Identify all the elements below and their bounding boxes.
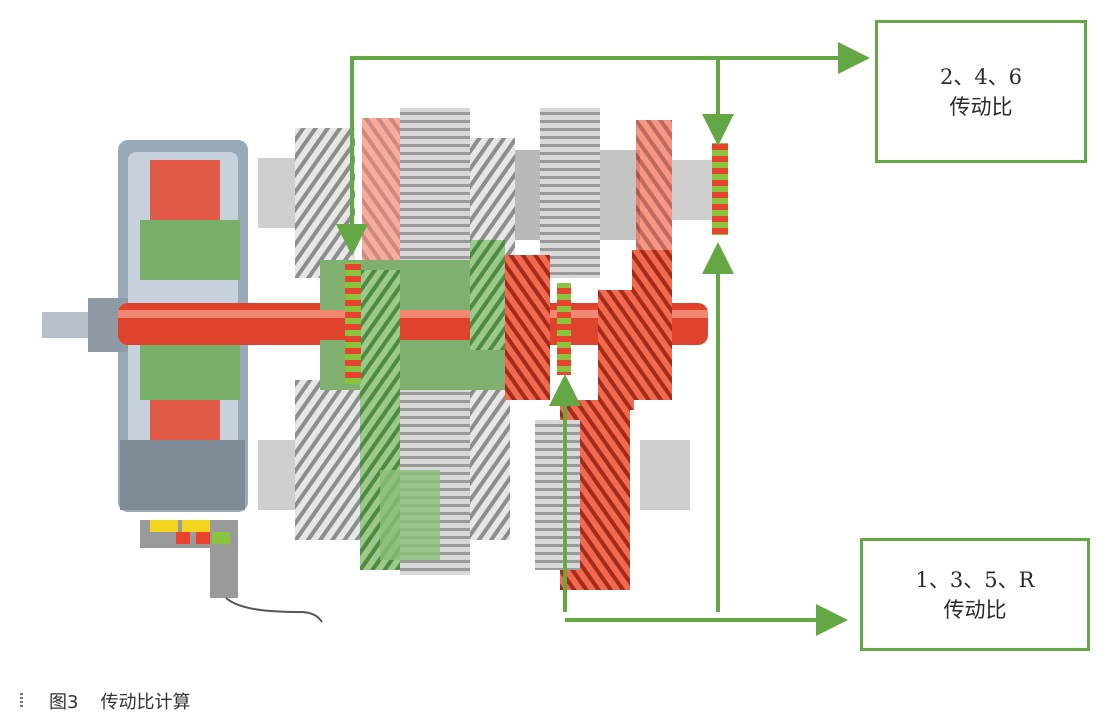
- odd-gear-ratio-gears: 1、3、5、R: [915, 567, 1035, 592]
- signal-arrows: [336, 42, 870, 636]
- sensor-ring-output-top: [712, 143, 728, 235]
- figure-caption: 图3 传动比计算: [20, 688, 190, 714]
- odd-gear-ratio-box: 1、3、5、R 传动比: [860, 538, 1090, 651]
- control-sensor-module: [140, 520, 323, 623]
- figure-title: 传动比计算: [100, 692, 191, 713]
- sensor-ring-input: [345, 262, 361, 384]
- caption-marker-icon: [20, 693, 23, 709]
- odd-gear-ratio-label: 传动比: [943, 597, 1007, 622]
- clutch-housing: [118, 140, 248, 512]
- figure-number: 图3: [49, 692, 79, 713]
- red-gear-set: [505, 250, 672, 590]
- upper-gear-set: [258, 108, 712, 288]
- even-gear-ratio-box: 2、4、6 传动比: [875, 20, 1087, 163]
- even-gear-ratio-gears: 2、4、6: [939, 64, 1023, 89]
- main-shaft-highlight: [118, 310, 708, 318]
- sensor-ring-output-mid: [557, 283, 571, 375]
- even-gear-ratio-label: 传动比: [949, 94, 1013, 119]
